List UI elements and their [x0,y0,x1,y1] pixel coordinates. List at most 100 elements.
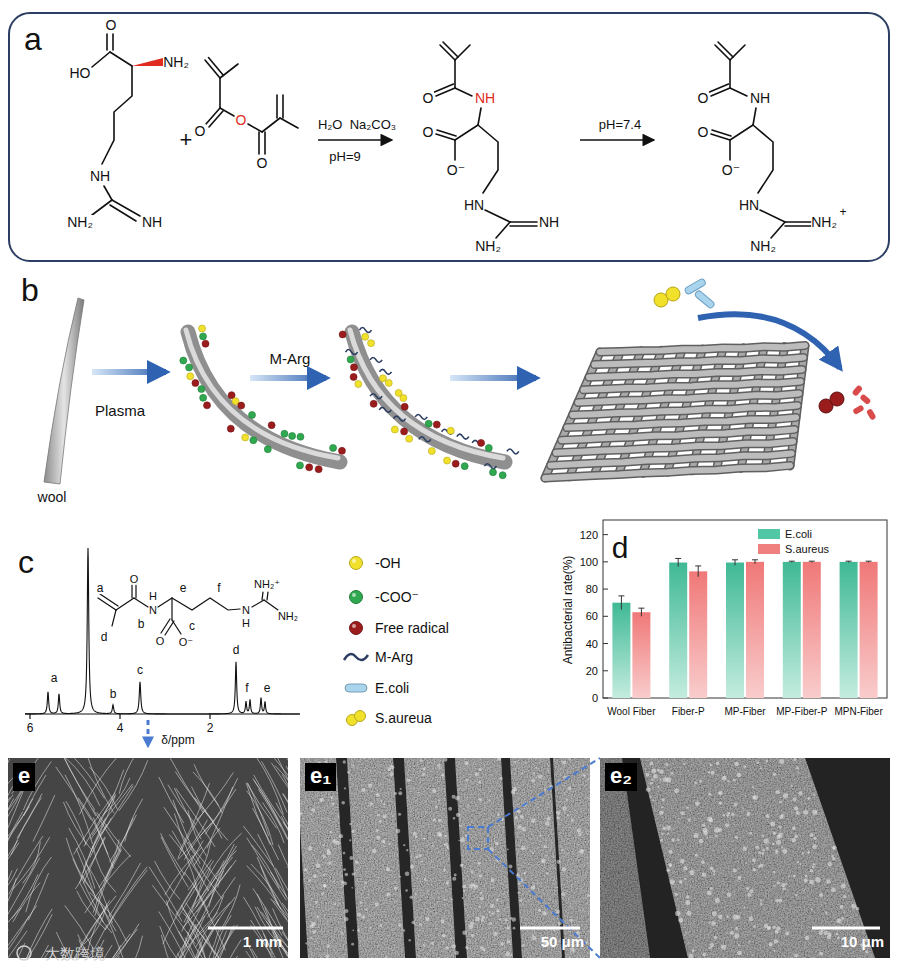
surface-group [380,369,392,374]
fiber-texture [556,811,560,815]
fiber-texture [711,771,715,775]
product-structure [710,42,813,238]
bar-chart [632,612,650,698]
fiber-texture [774,939,778,943]
fiber-texture [803,810,808,815]
woven-fabric [567,417,796,427]
fiber-texture [668,863,672,867]
legend-swatch [341,708,371,728]
fiber-texture [660,779,662,781]
surface-group [499,472,506,479]
fiber-texture [722,776,727,781]
surface-group [461,463,468,470]
fiber-texture [463,837,465,839]
fiber-texture [733,869,737,873]
fiber-texture [388,844,390,846]
fiber-texture [678,918,683,923]
fiber-texture [666,869,670,873]
surface-group [379,407,391,412]
fiber-texture [659,770,663,774]
fiber-texture [323,884,326,887]
fiber-texture [435,912,437,914]
fiber-texture [692,949,695,952]
fiber-texture [447,847,449,849]
fiber-strands [208,925,234,958]
fiber-texture [454,873,457,876]
surface-group [250,437,257,444]
legend-entry: S.aureus [757,539,829,559]
fiber-strands [12,758,39,794]
surface-group [180,357,187,364]
fiber-strands [93,818,113,869]
fiber-texture [794,807,798,811]
fiber-texture [511,790,516,795]
fiber-texture [699,839,704,844]
fiber-texture [773,950,775,952]
fiber-texture [450,938,452,940]
fiber-strands [252,949,287,958]
fiber-texture [479,906,481,908]
fiber-texture [524,872,526,874]
anhydride-structure [262,118,280,132]
fiber-texture [795,894,797,896]
woven-fabric [589,369,802,377]
bar-chart [755,560,756,564]
fiber-texture [542,860,544,862]
fiber-strands [8,799,33,853]
fiber-texture [352,830,355,833]
fiber-texture [452,795,456,799]
fiber-texture [749,832,752,835]
fiber-texture [443,868,446,871]
fiber-texture [435,806,437,808]
fiber-texture [441,919,445,923]
woven-fabric [595,357,804,364]
legend-swatch [341,618,371,638]
fiber-texture [737,950,742,955]
surface-group [268,422,275,429]
fiber-strands [251,864,288,915]
nmr-axis [25,714,300,719]
fiber-texture [439,767,441,769]
legend-text: E.coli [785,529,812,540]
fiber-texture [752,786,754,788]
surface-group [452,460,459,467]
fiber-strands [8,843,19,881]
monomer-structure [98,598,116,610]
fiber-texture [431,942,434,945]
reaction-arrow [318,139,392,141]
fiber-texture [322,844,324,846]
fiber-texture [506,952,511,957]
surface-group [330,444,337,451]
fiber-strands [121,936,143,958]
woven-fabric [562,429,795,440]
arginine-structure [112,34,114,50]
fiber-texture [517,892,519,894]
fiber-texture [775,851,778,854]
fiber-texture [522,944,525,947]
atom-label: NH [750,91,770,105]
fiber-texture [837,936,840,939]
fiber-texture [398,791,402,795]
fiber-texture [836,918,841,923]
nmr-spectrum [25,548,300,714]
fiber-texture [772,925,776,929]
fiber-texture [694,833,699,838]
panel-letter: a [24,22,42,57]
fiber-texture [759,863,763,867]
fiber-texture [465,761,469,765]
fiber-texture [678,818,680,820]
fiber-texture [865,950,868,953]
fiber-strands [188,920,210,958]
atom-label: O [698,91,709,105]
reaction-arrow [318,139,654,141]
fiber-texture [349,823,352,826]
surface-group [415,414,427,419]
fiber-texture [798,772,800,774]
fiber-texture [352,872,355,875]
fiber-texture [456,813,460,817]
watermark-logo [17,946,31,960]
bar-chart [641,608,642,616]
fiber-texture [462,897,464,899]
fiber-texture [479,874,483,878]
